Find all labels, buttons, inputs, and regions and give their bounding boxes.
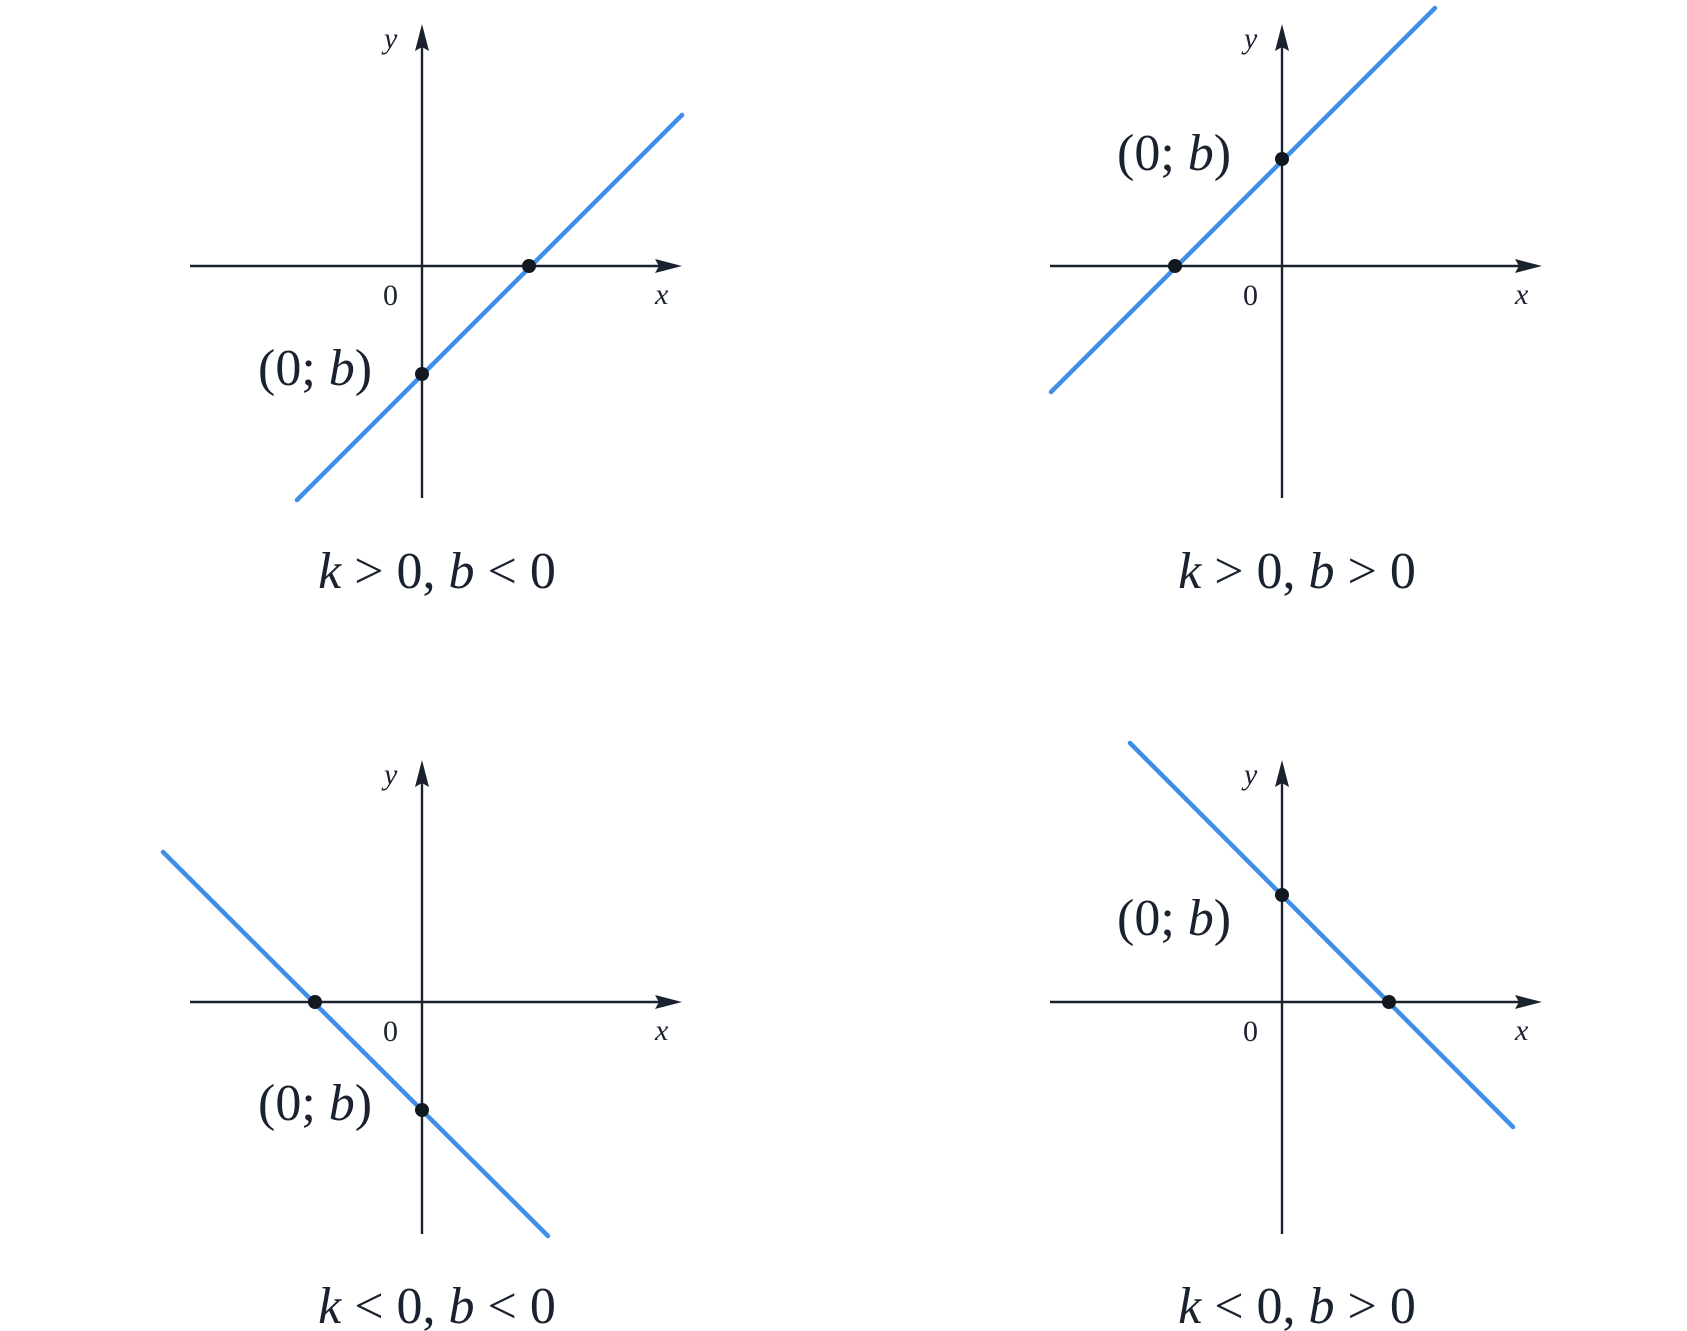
y-axis-arrow-icon: [415, 24, 429, 51]
y-intercept-label: (0; b): [258, 1075, 372, 1132]
y-axis-arrow-icon: [1275, 760, 1289, 787]
x-intercept-point: [1382, 995, 1396, 1009]
x-axis-label: x: [654, 278, 669, 311]
y-axis-arrow-icon: [415, 760, 429, 787]
panel-caption: k < 0, b < 0: [318, 1278, 556, 1331]
origin-label: 0: [1243, 279, 1258, 312]
x-intercept-point: [308, 995, 322, 1009]
y-axis-label: y: [381, 22, 398, 55]
panel-bottom-left: y x 0 (0; b) k < 0, b < 0: [160, 758, 682, 1331]
panel-top-left: y x 0 (0; b) k > 0, b < 0: [190, 22, 685, 600]
origin-label: 0: [1243, 1015, 1258, 1048]
panel-top-right: y x 0 (0; b) k > 0, b > 0: [1048, 5, 1542, 600]
y-intercept-point: [1275, 152, 1289, 166]
panel-caption: k > 0, b < 0: [318, 543, 556, 600]
panel-bottom-right: y x 0 (0; b) k < 0, b > 0: [1050, 740, 1542, 1331]
x-axis-label: x: [1514, 278, 1529, 311]
function-graph-line: [160, 849, 551, 1239]
y-axis-label: y: [1241, 758, 1258, 791]
y-intercept-point: [415, 367, 429, 381]
y-axis-label: y: [1241, 22, 1258, 55]
y-intercept-point: [1275, 888, 1289, 902]
y-intercept-point: [415, 1103, 429, 1117]
function-graph-line: [294, 112, 685, 503]
origin-label: 0: [383, 1015, 398, 1048]
y-intercept-label: (0; b): [1117, 890, 1231, 947]
x-axis-arrow-icon: [1515, 995, 1542, 1009]
origin-label: 0: [383, 279, 398, 312]
x-axis-label: x: [1514, 1014, 1529, 1047]
x-axis-arrow-icon: [1515, 259, 1542, 273]
x-axis-arrow-icon: [655, 259, 682, 273]
panel-caption: k < 0, b > 0: [1178, 1278, 1416, 1331]
y-intercept-label: (0; b): [258, 340, 372, 397]
y-axis-arrow-icon: [1275, 24, 1289, 51]
x-intercept-point: [522, 259, 536, 273]
panel-caption: k > 0, b > 0: [1178, 543, 1416, 600]
x-intercept-point: [1168, 259, 1182, 273]
function-graph-line: [1127, 740, 1516, 1130]
x-axis-label: x: [654, 1014, 669, 1047]
function-graph-line: [1048, 5, 1438, 395]
x-axis-arrow-icon: [655, 995, 682, 1009]
y-axis-label: y: [381, 758, 398, 791]
y-intercept-label: (0; b): [1117, 125, 1231, 182]
